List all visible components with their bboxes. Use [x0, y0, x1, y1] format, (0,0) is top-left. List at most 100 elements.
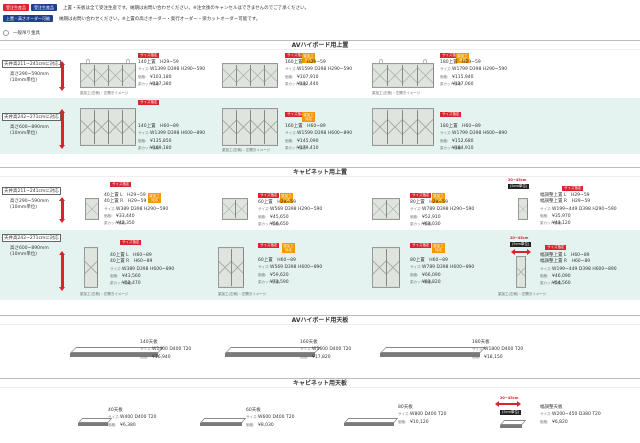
product-price: ¥107,910: [297, 74, 319, 80]
ceiling-tag: 天井高211~241cmに対応: [2, 187, 61, 195]
height-range: 高さ290~590mm: [10, 199, 49, 204]
product-cut-price: ¥83,820: [422, 279, 441, 285]
product-spec: 80天板 サイズ:W800 D400 T20 価格:¥10,120: [398, 405, 447, 425]
hari-badge: 梁加工対応: [148, 193, 161, 203]
image-caption: 梁加工(左側)・左開きイメージ: [80, 91, 129, 95]
product-cut-price: ¥63,030: [422, 221, 441, 227]
product-cut-price: ¥52,470: [122, 281, 141, 287]
product-name: 40上置 L: [110, 253, 129, 258]
product-price: ¥59,620: [270, 272, 289, 278]
order-badge: サイズ指定: [410, 193, 432, 198]
top-board-image: [200, 418, 247, 426]
made-to-order-badge-2: 受注生産品: [31, 4, 57, 11]
product-cut-price: ¥127,380: [150, 81, 172, 87]
product-spec: 60上置 H60~89 サイズ:W569 D398 H600~890 価格:¥5…: [258, 258, 323, 285]
cabinet-image: [80, 59, 136, 88]
product-name: 160天板: [300, 340, 318, 345]
product-spec: 40天板 サイズ:W400 D400 T20 価格:¥6,380: [108, 408, 157, 428]
height-step: (10mm単位): [10, 78, 38, 83]
product-size: W569 D398 H290~590: [270, 207, 323, 213]
top-board-image: [380, 347, 486, 357]
product-name: 60上置: [258, 200, 273, 205]
hari-badge: 梁加工対応: [432, 243, 445, 253]
width-arrow-icon: [511, 249, 531, 255]
section-title-av-top: AVハイボード用天板: [0, 315, 640, 325]
product-size: W569 D398 H600~890: [270, 265, 323, 271]
product-name: 180天板: [472, 340, 490, 345]
product-height: H60~89: [307, 124, 326, 129]
height-arrow-icon: [59, 109, 65, 149]
top-board-image: [70, 347, 164, 357]
section-title-av-upper: AVハイボード用上置: [0, 40, 640, 50]
product-size: W1600 D400 T20: [312, 347, 352, 353]
hari-badge: 梁加工対応: [282, 243, 295, 253]
top-board-image: [225, 347, 321, 357]
product-spec: 60天板 サイズ:W600 D400 T20 価格:¥8,030: [246, 408, 295, 428]
height-arrow-icon: [59, 197, 65, 223]
height-step: (10mm単位): [10, 252, 38, 257]
product-height: H29~59: [429, 200, 448, 205]
product-height: H60~89: [133, 259, 153, 265]
product-name: 140上置: [138, 60, 156, 65]
product-name: 160上置: [285, 124, 303, 129]
product-spec: 160上置 H29~59 サイズ:W1599 D398 H290~590 価格:…: [285, 60, 353, 87]
product-price: ¥145,090: [297, 138, 319, 144]
product-height: H60~89: [462, 124, 481, 129]
product-size: W1599 D398 H600~890: [297, 131, 353, 137]
product-spec: 140天板 サイズ:W1400 D400 T20 価格:¥16,940: [140, 340, 192, 360]
product-name: 40上置 R: [104, 199, 124, 205]
image-caption: 梁加工(左側)・左開きイメージ: [498, 292, 547, 296]
product-size: W1799 D398 H600~890: [452, 131, 508, 137]
product-cut-price: ¥56,650: [270, 221, 289, 227]
ceiling-tag: 天井高242~271cmに対応: [2, 113, 61, 121]
product-height: H29~59: [462, 60, 481, 65]
product-cut-price: ¥43,120: [552, 221, 571, 227]
top-board-image: [78, 418, 113, 426]
width-note: 20~45cm: [500, 396, 519, 400]
product-height: H60~89: [570, 253, 590, 258]
product-spec: 幅調整天板 サイズ:W200~450 D380 T20 価格:¥6,820: [540, 405, 601, 425]
product-spec: 160上置 H60~89 サイズ:W1599 D398 H600~890 価格:…: [285, 124, 353, 151]
height-order-badge: 上置・高さオーダー可能: [3, 15, 53, 22]
height-range: 高さ600~890mm: [10, 125, 49, 130]
top-board-image: [344, 418, 399, 426]
image-caption: 梁加工(左側)・左開きイメージ: [80, 292, 129, 296]
width-step-note: (5cm単位): [510, 242, 532, 247]
product-price: ¥45,650: [270, 214, 289, 220]
product-spec: 160天板 サイズ:W1600 D400 T20 価格:¥17,820: [300, 340, 352, 360]
product-name: 80上置: [410, 200, 425, 205]
product-price: ¥33,440: [116, 213, 135, 219]
product-spec: 40上置 L H60~89 40上置 R H60~89 サイズ:W389 D39…: [110, 253, 175, 287]
order-badge: サイズ指定: [545, 245, 567, 250]
row-label: 天井高242~271cmに対応 高さ600~890mm(10mm単位): [2, 113, 61, 137]
product-height: H60~89: [160, 124, 179, 129]
order-badge: サイズ指定: [285, 112, 307, 117]
row-label: 天井高211~241cmに対応 高さ290~590mm(10mm単位): [2, 187, 61, 211]
hari-badge: 梁加工対応: [280, 193, 293, 203]
hari-badge: 梁加工対応: [302, 53, 315, 63]
product-spec: 幅調整上置 L H29~59 幅調整上置 R H29~59 サイズ:W199~4…: [540, 193, 617, 227]
product-spec: 幅調整上置 L H60~89 幅調整上置 R H60~89 サイズ:W199~4…: [540, 253, 617, 287]
radio-icon[interactable]: [3, 29, 9, 36]
order-badge: サイズ指定: [410, 243, 432, 248]
legend-row-height-order: 上置・高さオーダー可能 納期はお問い合わせください。※上置の高さオーダー・奥行オ…: [3, 15, 260, 22]
product-size: W800 D400 T20: [410, 412, 447, 418]
product-name: 180上置: [440, 124, 458, 129]
width-note: 20~45cm: [510, 236, 529, 240]
product-spec: 80上置 H29~59 サイズ:W789 D398 H290~590 価格:¥5…: [410, 200, 475, 227]
product-price: ¥46,090: [552, 273, 571, 279]
order-badge: サイズ指定: [285, 53, 307, 58]
product-size: W1399 D398 H600~890: [150, 131, 206, 137]
product-size: W1799 D398 H290~590: [452, 67, 508, 73]
height-range: 高さ600~890mm: [10, 246, 49, 251]
product-size: W1599 D398 H290~590: [297, 67, 353, 73]
product-name: 60天板: [246, 408, 261, 413]
product-height: H29~59: [127, 193, 146, 198]
order-badge: サイズ指定: [138, 53, 160, 58]
made-to-order-badge: 受注生産品: [3, 4, 29, 11]
product-name: 幅調整上置 L: [540, 193, 567, 198]
section-title-cabinet-top: キャビネット用天板: [0, 378, 640, 388]
product-height: H60~89: [429, 258, 448, 263]
product-spec: 40上置 L H29~59 40上置 R H29~59 サイズ:W389 D39…: [104, 193, 169, 227]
product-name: 80天板: [398, 405, 413, 410]
